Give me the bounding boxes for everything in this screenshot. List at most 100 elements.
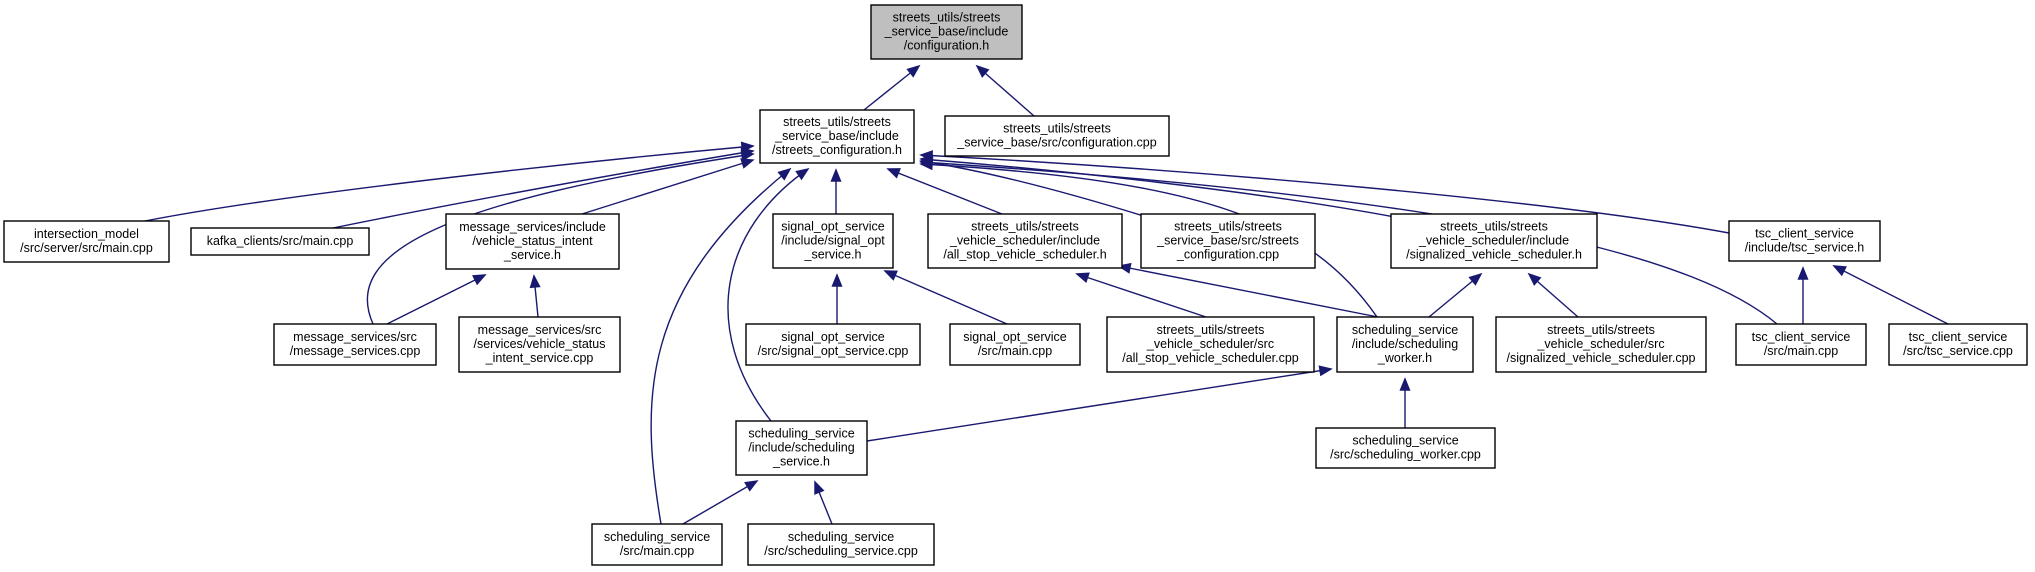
edge-scheduling_worker_h-to-all_stop_scheduler_h: [1117, 262, 1379, 318]
node-box: [1106, 316, 1315, 373]
node-tsc_main[interactable]: tsc_client_service/src/main.cpp: [1735, 323, 1867, 366]
node-tsc_service_cpp[interactable]: tsc_client_service/src/tsc_service.cpp: [1888, 323, 2028, 366]
node-tsc_service_h[interactable]: tsc_client_service/include/tsc_service.h: [1728, 220, 1881, 262]
node-signal_opt_service_cpp[interactable]: signal_opt_service/src/signal_opt_servic…: [745, 323, 921, 366]
node-label-line: /signalized_vehicle_scheduler.cpp: [1506, 351, 1695, 365]
edge-signalized_scheduler_h-to-streets_configuration_h: [919, 154, 1401, 219]
node-label-line: streets_utils/streets: [1003, 122, 1111, 136]
node-configuration_cpp[interactable]: streets_utils/streets_service_base/src/c…: [944, 115, 1170, 157]
node-label-line: signal_opt_service: [963, 330, 1067, 344]
node-label-line: /src/scheduling_service.cpp: [764, 544, 918, 558]
node-box: [870, 4, 1023, 60]
node-label-line: _configuration.cpp: [1176, 248, 1279, 262]
node-label-line: _service.h: [772, 455, 830, 469]
node-label-line: streets_utils/streets: [893, 11, 1001, 25]
node-vsi_service_cpp[interactable]: message_services/src/services/vehicle_st…: [458, 316, 621, 373]
node-label-line: tsc_client_service: [1752, 330, 1851, 344]
edge-vsi_service_h-to-streets_configuration_h: [581, 158, 755, 215]
edge-signal_opt_service_h-to-streets_configuration_h: [830, 168, 842, 214]
node-label-line: /src/main.cpp: [1764, 344, 1838, 358]
node-all_stop_scheduler_h[interactable]: streets_utils/streets_vehicle_scheduler/…: [927, 213, 1123, 269]
node-label-line: streets_utils/streets: [783, 115, 891, 129]
node-streets_configuration_cpp[interactable]: streets_utils/streets_service_base/src/s…: [1140, 213, 1316, 269]
node-label-line: /include/tsc_service.h: [1745, 241, 1865, 255]
node-scheduling_worker_cpp[interactable]: scheduling_service/src/scheduling_worker…: [1315, 427, 1496, 469]
node-box: [1315, 427, 1496, 469]
edge-all_stop_scheduler_cpp-to-all_stop_scheduler_h: [1075, 272, 1207, 318]
node-label-line: _vehicle_scheduler/include: [1418, 234, 1569, 248]
node-label-line: kafka_clients/src/main.cpp: [207, 234, 354, 248]
node-signalized_scheduler_cpp[interactable]: streets_utils/streets_vehicle_scheduler/…: [1495, 316, 1707, 373]
node-signal_opt_main[interactable]: signal_opt_service/src/main.cpp: [949, 323, 1081, 366]
node-label-line: /src/signal_opt_service.cpp: [758, 344, 909, 358]
node-label-line: /configuration.h: [904, 39, 990, 53]
edge-message_services_cpp-to-streets_configuration_h: [366, 150, 755, 325]
node-box: [1495, 316, 1707, 373]
node-label-line: _intent_service.cpp: [485, 351, 594, 365]
node-label-line: scheduling_service: [604, 530, 710, 544]
node-label-line: scheduling_service: [1352, 434, 1458, 448]
node-label-line: _vehicle_scheduler/include: [949, 234, 1100, 248]
node-kafka_main[interactable]: kafka_clients/src/main.cpp: [190, 227, 370, 256]
node-box: [735, 420, 868, 476]
node-signal_opt_service_h[interactable]: signal_opt_service/include/signal_opt_se…: [772, 213, 894, 269]
node-intersection_main[interactable]: intersection_model/src/server/src/main.c…: [3, 220, 170, 263]
node-label-line: _vehicle_scheduler/src: [1146, 337, 1274, 351]
edge-vsi_service_cpp-to-vsi_service_h: [529, 274, 541, 318]
node-all_stop_scheduler_cpp[interactable]: streets_utils/streets_vehicle_scheduler/…: [1106, 316, 1315, 373]
node-scheduling_service_cpp[interactable]: scheduling_service/src/scheduling_servic…: [747, 523, 935, 566]
edge-scheduling_main-to-scheduling_service_h: [682, 480, 759, 525]
edge-scheduling_service_h-to-streets_configuration_h: [727, 167, 810, 422]
node-label-line: /src/server/src/main.cpp: [20, 241, 153, 255]
node-label-line: streets_utils/streets: [1157, 323, 1265, 337]
node-label-line: _vehicle_scheduler/src: [1536, 337, 1664, 351]
node-box: [458, 316, 621, 373]
node-label-line: /signalized_vehicle_scheduler.h: [1406, 248, 1582, 262]
node-label-line: _service_base/src/configuration.cpp: [956, 136, 1156, 150]
node-label-line: _service_base/src/streets: [1156, 234, 1299, 248]
node-label-line: /all_stop_vehicle_scheduler.cpp: [1122, 351, 1299, 365]
node-label-line: /include/scheduling: [1352, 337, 1458, 351]
node-box: [1336, 316, 1474, 373]
node-vsi_service_h[interactable]: message_services/include/vehicle_status_…: [445, 213, 620, 270]
node-box: [1735, 323, 1867, 366]
edge-scheduling_worker_cpp-to-scheduling_worker_h: [1399, 377, 1411, 428]
node-label-line: _service_base/include: [884, 25, 1009, 39]
edge-all_stop_scheduler_h-to-streets_configuration_h: [886, 168, 1003, 215]
node-label-line: signal_opt_service: [781, 330, 885, 344]
node-label-line: tsc_client_service: [1909, 330, 2008, 344]
node-box: [759, 109, 915, 164]
node-configuration_h[interactable]: streets_utils/streets_service_base/inclu…: [870, 4, 1023, 60]
node-box: [1888, 323, 2028, 366]
node-scheduling_worker_h[interactable]: scheduling_service/include/scheduling_wo…: [1336, 316, 1474, 373]
node-label-line: /include/signal_opt: [781, 234, 885, 248]
node-label-line: scheduling_service: [1352, 323, 1458, 337]
edge-tsc_service_cpp-to-tsc_service_h: [1832, 265, 1949, 325]
node-label-line: scheduling_service: [788, 530, 894, 544]
node-signalized_scheduler_h[interactable]: streets_utils/streets_vehicle_scheduler/…: [1390, 213, 1598, 269]
node-box: [190, 227, 370, 256]
node-box: [1728, 220, 1881, 262]
edge-scheduling_main-to-streets_configuration_h: [650, 167, 792, 525]
node-label-line: streets_utils/streets: [1174, 220, 1282, 234]
node-label-line: message_services/src: [478, 323, 602, 337]
node-label-line: /src/main.cpp: [620, 544, 694, 558]
node-box: [591, 523, 723, 566]
node-streets_configuration_h[interactable]: streets_utils/streets_service_base/inclu…: [759, 109, 915, 164]
edge-tsc_main-to-tsc_service_h: [1797, 266, 1809, 324]
node-box: [445, 213, 620, 270]
node-scheduling_main[interactable]: scheduling_service/src/main.cpp: [591, 523, 723, 566]
node-box: [745, 323, 921, 366]
node-message_services_cpp[interactable]: message_services/src/message_services.cp…: [273, 323, 437, 366]
node-box: [3, 220, 170, 263]
node-label-line: message_services/src: [293, 330, 417, 344]
node-label-line: /include/scheduling: [748, 441, 854, 455]
node-label-line: /vehicle_status_intent: [472, 234, 593, 248]
edge-intersection_main-to-streets_configuration_h: [144, 141, 755, 222]
node-label-line: _service_base/include: [774, 129, 899, 143]
node-scheduling_service_h[interactable]: scheduling_service/include/scheduling_se…: [735, 420, 868, 476]
node-label-line: /message_services.cpp: [290, 344, 421, 358]
node-label-line: message_services/include: [459, 220, 606, 234]
node-label-line: /src/scheduling_worker.cpp: [1330, 448, 1481, 462]
